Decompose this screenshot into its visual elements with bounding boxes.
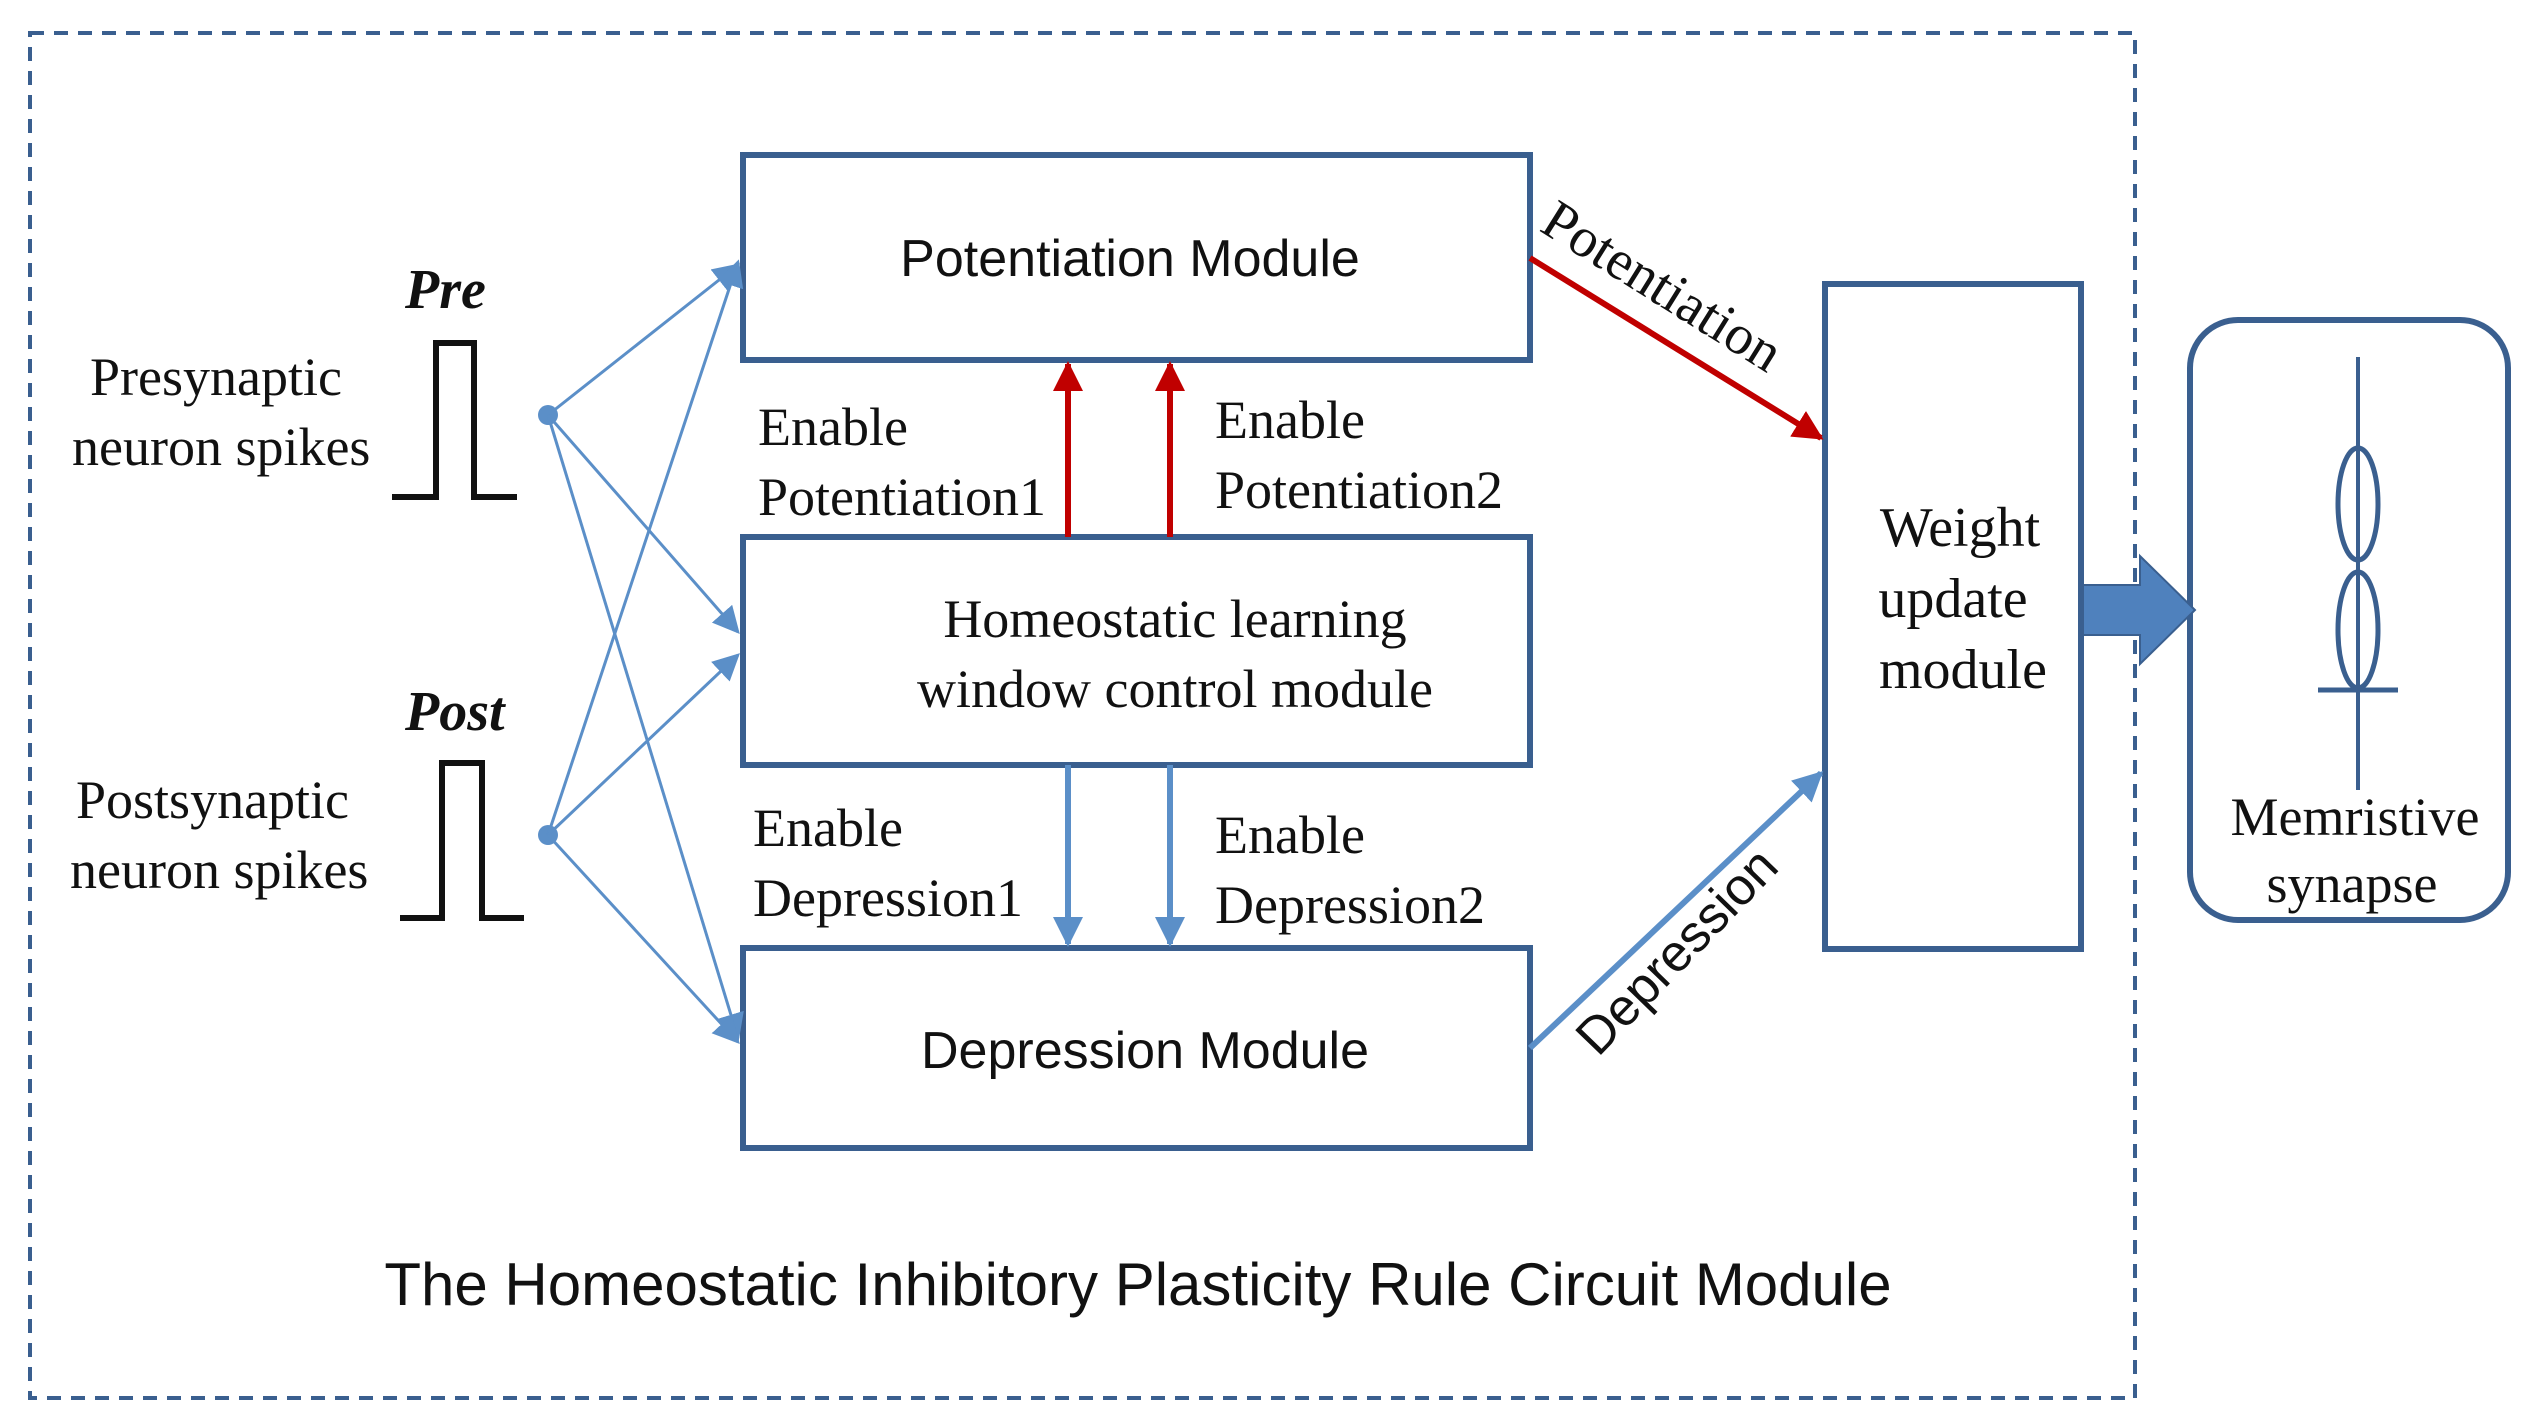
depression-arrow-label: Depression (1565, 837, 1789, 1066)
depression-module-box (740, 945, 1533, 1151)
depression-module-label: Depression Module (921, 1022, 1369, 1080)
potentiation-output-arrow (1528, 255, 1824, 441)
enable-depression2-label: Depression2 (1215, 875, 1485, 935)
enable-potentiation1-word: Enable (758, 397, 908, 457)
weight-update-label-line3: module (1879, 639, 2047, 701)
enable-potentiation2-word: Enable (1215, 390, 1365, 450)
weight-update-label-line2: update (1878, 568, 2027, 630)
pre-to-potentiation-arrow (547, 263, 741, 417)
memristor-symbol (2318, 357, 2398, 790)
weight-to-synapse-block-arrow (2082, 553, 2197, 667)
enable-potentiation2-label: Potentiation2 (1215, 460, 1503, 520)
pre-label: Pre (404, 259, 486, 321)
depression-output-arrow (1527, 770, 1824, 1051)
presynaptic-label-line2: neuron spikes (72, 417, 370, 477)
enable-potentiation1-label: Potentiation1 (758, 467, 1046, 527)
circuit-module-border (28, 31, 2137, 1400)
post-to-depression-arrow (546, 833, 740, 1044)
presynaptic-label-line1: Presynaptic (90, 347, 342, 407)
post-label: Post (404, 681, 506, 743)
enable-depression1-label: Depression1 (753, 868, 1023, 928)
homeostatic-module-box (740, 534, 1533, 768)
potentiation-module-box (740, 152, 1533, 363)
homeostatic-module-label-line1: Homeostatic learning (943, 589, 1406, 649)
weight-update-module-box (1822, 281, 2084, 952)
weight-update-label-line1: Weight (1880, 497, 2041, 559)
potentiation-module-label: Potentiation Module (900, 230, 1360, 288)
pre-spike-waveform (392, 340, 517, 500)
memristive-synapse-label-line1: Memristive (2231, 787, 2480, 847)
memristive-synapse-label-line2: synapse (2267, 854, 2438, 914)
homeostatic-module-label-line2: window control module (917, 659, 1433, 719)
post-to-potentiation-arrow (546, 259, 744, 836)
post-spike-waveform (400, 760, 524, 921)
memristive-synapse-box (2187, 317, 2511, 923)
postsynaptic-label-line1: Postsynaptic (76, 770, 349, 830)
pre-to-homeostatic-arrow (546, 414, 740, 635)
circuit-module-title: The Homeostatic Inhibitory Plasticity Ru… (384, 1251, 1891, 1318)
enable-depression1-word: Enable (753, 798, 903, 858)
postsynaptic-label-line2: neuron spikes (70, 840, 368, 900)
pre-to-depression-arrow (546, 414, 744, 1041)
post-to-homeostatic-arrow (546, 653, 740, 837)
enable-depression2-word: Enable (1215, 805, 1365, 865)
